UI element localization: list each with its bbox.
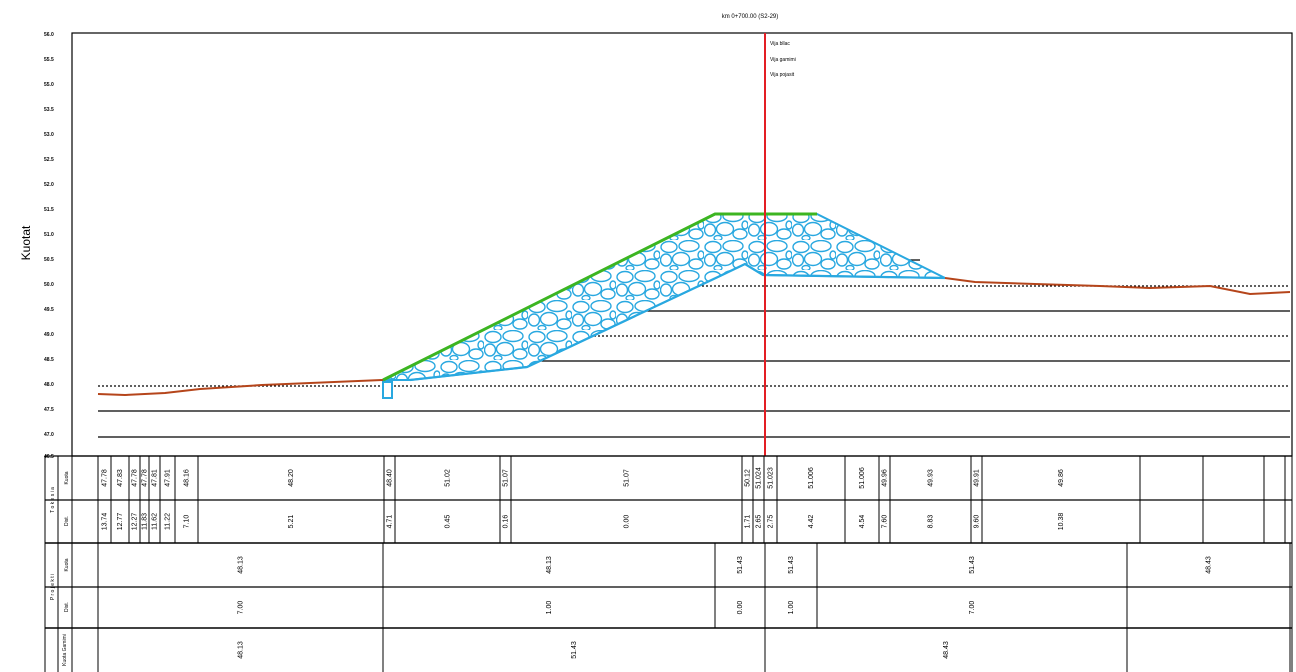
band-value: 50.12 xyxy=(744,469,751,487)
band-value: 49.91 xyxy=(973,469,980,487)
band-value: 47.78 xyxy=(101,469,108,487)
y-tick: 48.5 xyxy=(44,357,54,363)
band-value: 51.43 xyxy=(571,641,578,659)
band-value: 51.43 xyxy=(969,556,976,574)
band-value: 48.16 xyxy=(183,469,190,487)
y-tick: 47.0 xyxy=(44,432,54,438)
y-tick: 51.5 xyxy=(44,207,54,213)
band-value: 1.00 xyxy=(788,601,795,615)
band-value: 0.45 xyxy=(444,515,451,529)
y-tick: 48.0 xyxy=(44,382,54,388)
y-tick: 50.5 xyxy=(44,257,54,263)
band-value: 51.006 xyxy=(808,467,815,489)
band-value: 48.40 xyxy=(386,469,393,487)
band-label: Dist. xyxy=(64,516,70,526)
band-value: 48.20 xyxy=(288,469,295,487)
band-value: 7.60 xyxy=(881,515,888,529)
band-value: 48.13 xyxy=(237,556,244,574)
band-value: 1.71 xyxy=(744,515,751,529)
y-tick: 50.0 xyxy=(44,282,54,288)
band-value: 48.13 xyxy=(546,556,553,574)
legend-item-2: Vija gamimi xyxy=(770,57,796,63)
band-value: 4.54 xyxy=(859,515,866,529)
band-value: 47.81 xyxy=(151,469,158,487)
legend: Vija bllac Vija gamimi Vija pojasit xyxy=(770,41,796,78)
legend-item-3: Vija pojasit xyxy=(770,72,795,78)
band-value: 51.006 xyxy=(859,467,866,489)
axis-label: Kuotat xyxy=(19,225,33,260)
band-side-label: T o k e s i a xyxy=(50,487,56,513)
y-tick: 52.0 xyxy=(44,182,54,188)
band-value: 49.86 xyxy=(1058,469,1065,487)
crest-line xyxy=(382,212,817,382)
toe-block xyxy=(382,381,393,399)
band-value: 11.83 xyxy=(141,513,148,530)
band-value: 11.22 xyxy=(164,513,171,530)
band-value: 0.16 xyxy=(502,515,509,529)
band-value: 7.10 xyxy=(183,515,190,529)
y-tick: 49.5 xyxy=(44,307,54,313)
y-tick: 47.5 xyxy=(44,407,54,413)
dam-outline xyxy=(409,262,946,382)
band-value: 7.00 xyxy=(969,601,976,615)
band-value: 4.71 xyxy=(386,515,393,529)
y-tick: 55.5 xyxy=(44,57,54,63)
band-value: 4.42 xyxy=(808,515,815,529)
band-value: 51.024 xyxy=(755,467,762,489)
y-tick: 46.5 xyxy=(44,454,54,460)
band-value: 9.60 xyxy=(973,515,980,529)
band-value: 8.83 xyxy=(927,515,934,529)
y-tick: 55.0 xyxy=(44,82,54,88)
band-value: 51.07 xyxy=(502,469,509,487)
band-value: 48.43 xyxy=(1205,556,1212,574)
band-label: Kuota xyxy=(64,558,70,571)
band-value: 47.91 xyxy=(164,469,171,487)
band-value: 0.00 xyxy=(737,601,744,615)
band-value: 49.96 xyxy=(881,469,888,487)
band-value: 13.74 xyxy=(101,513,108,531)
band-value: 48.13 xyxy=(237,641,244,659)
band-value: 48.43 xyxy=(943,641,950,659)
band-value: 0.00 xyxy=(623,515,630,529)
y-tick: 51.0 xyxy=(44,232,54,238)
y-tick: 52.5 xyxy=(44,157,54,163)
band-label: Dist. xyxy=(64,602,70,612)
band-value: 5.21 xyxy=(288,515,295,529)
band-value: 51.43 xyxy=(737,556,744,574)
band-value: 51.02 xyxy=(444,469,451,487)
horizontal-strata-lines xyxy=(98,234,1290,438)
band-value: 2.65 xyxy=(755,515,762,529)
band-value: 47.78 xyxy=(141,469,148,487)
band-value: 51.43 xyxy=(788,556,795,574)
band-label: Kuota Gamimi xyxy=(62,634,68,666)
band-value: 1.00 xyxy=(546,601,553,615)
band-value: 51.07 xyxy=(623,469,630,487)
y-tick-labels: 56.0 55.5 55.0 53.5 53.0 52.5 52.0 51.5 … xyxy=(44,32,54,460)
section-title: km 0+700.00 (S2-29) xyxy=(722,14,779,20)
band-value: 2.75 xyxy=(767,515,774,529)
y-tick: 56.0 xyxy=(44,32,54,38)
band-value: 47.78 xyxy=(131,469,138,487)
y-tick: 53.5 xyxy=(44,107,54,113)
band-side-label: P r o j e k t i xyxy=(50,574,56,600)
band-value: 10.38 xyxy=(1058,513,1065,531)
band-label: Kuota xyxy=(64,471,70,484)
y-tick: 49.0 xyxy=(44,332,54,338)
band-value: 7.00 xyxy=(237,601,244,615)
y-tick: 53.0 xyxy=(44,132,54,138)
legend-item-1: Vija bllac xyxy=(770,41,790,47)
data-bands xyxy=(44,455,1293,672)
band-value: 12.27 xyxy=(131,513,138,531)
band-value: 47.83 xyxy=(117,469,124,487)
band-value: 51.023 xyxy=(767,467,774,489)
band-value: 12.77 xyxy=(117,513,124,531)
band-value: 49.93 xyxy=(927,469,934,487)
band-value: 11.62 xyxy=(151,513,158,530)
terrain-line xyxy=(97,277,1291,397)
